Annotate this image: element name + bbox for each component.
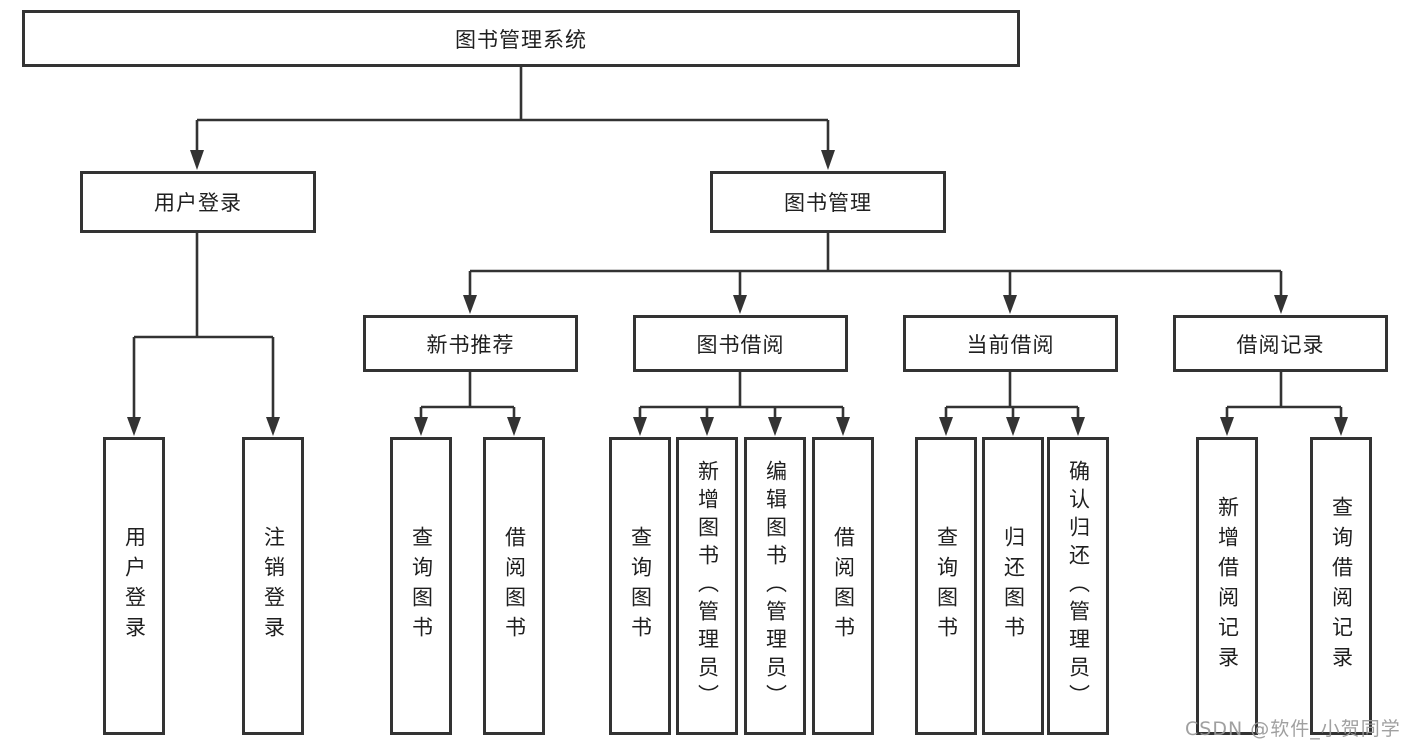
node-book-borrow: 图书借阅 [633,315,848,372]
leaf-query-borrow-record: 查询借阅记录 [1310,437,1372,735]
node-book-management-label: 图书管理 [784,191,872,215]
leaf-add-borrow-record: 新增借阅记录 [1196,437,1258,735]
leaf-user-login-label: 用户登录 [122,526,147,646]
leaf-query-books-borrow-label: 查询图书 [628,526,653,646]
leaf-query-borrow-record-label: 查询借阅记录 [1329,496,1354,676]
leaf-confirm-return-admin: 确认归还（管理员） [1047,437,1109,735]
leaf-add-book-admin-label: 新增图书（管理员） [695,460,720,712]
leaf-borrow-books-recommend: 借阅图书 [483,437,545,735]
leaf-borrow-books-recommend-label: 借阅图书 [502,526,527,646]
leaf-query-books-recommend-label: 查询图书 [409,526,434,646]
leaf-borrow-books: 借阅图书 [812,437,874,735]
leaf-add-book-admin: 新增图书（管理员） [676,437,738,735]
leaf-edit-book-admin: 编辑图书（管理员） [744,437,806,735]
node-borrow-records: 借阅记录 [1173,315,1388,372]
node-new-book-recommend: 新书推荐 [363,315,578,372]
leaf-borrow-books-label: 借阅图书 [831,526,856,646]
csdn-watermark: CSDN @软件_小贺同学 [1185,718,1401,740]
node-new-book-recommend-label: 新书推荐 [426,332,515,357]
node-borrow-records-label: 借阅记录 [1236,332,1325,357]
leaf-query-books-recommend: 查询图书 [390,437,452,735]
node-book-borrow-label: 图书借阅 [696,332,785,357]
leaf-user-login: 用户登录 [103,437,165,735]
leaf-query-books-borrow: 查询图书 [609,437,671,735]
node-current-borrow-label: 当前借阅 [966,332,1055,357]
leaf-return-books-label: 归还图书 [1001,526,1026,646]
leaf-query-books-current-label: 查询图书 [934,526,959,646]
node-user-login: 用户登录 [80,171,316,233]
leaf-add-borrow-record-label: 新增借阅记录 [1215,496,1240,676]
leaf-logout: 注销登录 [242,437,304,735]
leaf-query-books-current: 查询图书 [915,437,977,735]
leaf-logout-label: 注销登录 [261,526,286,646]
leaf-confirm-return-admin-label: 确认归还（管理员） [1066,460,1091,712]
node-current-borrow: 当前借阅 [903,315,1118,372]
node-user-login-label: 用户登录 [154,191,242,215]
node-library-system-label: 图书管理系统 [455,27,587,52]
leaf-return-books: 归还图书 [982,437,1044,735]
node-library-system: 图书管理系统 [22,10,1020,67]
node-book-management: 图书管理 [710,171,946,233]
leaf-edit-book-admin-label: 编辑图书（管理员） [763,460,788,712]
